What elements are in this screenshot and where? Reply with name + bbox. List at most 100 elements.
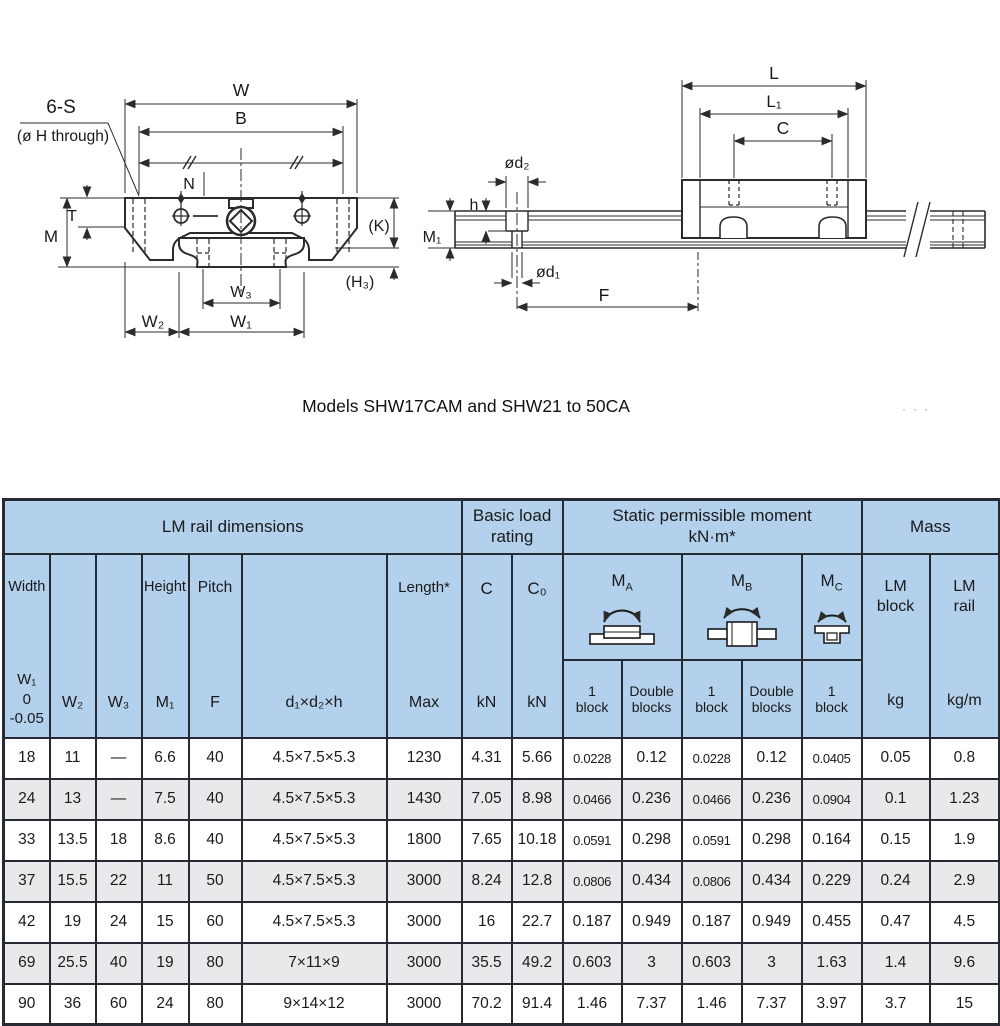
data-cell: 42: [2, 900, 51, 944]
data-cell: 0.0228: [680, 736, 743, 780]
side-bolts: [172, 191, 311, 226]
data-cell: 15: [140, 900, 190, 944]
label-d1: ød₁: [536, 264, 560, 281]
header-f: F: [210, 693, 220, 711]
data-cell: 50: [187, 859, 243, 903]
data-cell: 70.2: [460, 982, 513, 1026]
data-cell: 0.236: [740, 777, 803, 821]
header-c0: C₀: [527, 578, 547, 598]
subheader-mc-1block: 1 block: [800, 659, 863, 739]
ellipsis-mark: ···: [902, 402, 935, 416]
col-header-dxd: d₁×d₂×h: [240, 552, 388, 739]
header-mc-label: MC: [820, 570, 843, 594]
data-cell: 0.0405: [800, 736, 863, 780]
data-cell: 9.6: [928, 941, 1000, 985]
label-n: N: [183, 176, 195, 193]
label-l1: L₁: [766, 92, 781, 111]
header-height: Height: [144, 578, 186, 595]
data-cell: 0.187: [680, 900, 743, 944]
data-cell: 36: [48, 982, 97, 1026]
data-cell: 3.97: [800, 982, 863, 1026]
data-cell: 0.236: [620, 777, 683, 821]
lm-rail-outline: [178, 237, 305, 268]
header-m1: M₁: [155, 693, 175, 711]
col-header-mc: MC: [800, 552, 863, 662]
group-header-static-moment: Static permissible moment kN·m*: [561, 498, 863, 555]
side-dimension-lines: [428, 80, 867, 312]
header-c0-unit: kN: [527, 693, 547, 711]
label-h3: (H₃): [346, 274, 375, 291]
moment-mc-icon: [813, 611, 850, 645]
data-cell: 7.37: [620, 982, 683, 1026]
data-cell: 0.0806: [561, 859, 623, 903]
data-cell: 24: [140, 982, 190, 1026]
header-w1-tolerance: W₁ 0 -0.05: [9, 671, 44, 727]
data-cell: 0.15: [860, 818, 931, 862]
data-cell: 22: [94, 859, 143, 903]
header-ma-label: MA: [611, 570, 633, 594]
data-cell: 1.63: [800, 941, 863, 985]
label-c2: C: [777, 118, 790, 138]
data-cell: 0.434: [620, 859, 683, 903]
data-cell: 90: [2, 982, 51, 1026]
label-w3: W₃: [230, 284, 252, 301]
data-cell: 0.603: [561, 941, 623, 985]
data-cell: 3000: [385, 982, 463, 1026]
data-cell: 4.5×7.5×5.3: [240, 900, 388, 944]
data-cell: 2.9: [928, 859, 1000, 903]
label-b: B: [235, 108, 247, 128]
label-l: L: [769, 63, 779, 83]
data-cell: 0.434: [740, 859, 803, 903]
data-cell: 16: [460, 900, 513, 944]
data-cell: 0.0806: [680, 859, 743, 903]
data-cell: 12.8: [510, 859, 564, 903]
header-pitch: Pitch: [197, 578, 233, 596]
data-cell: 3000: [385, 900, 463, 944]
data-cell: 4.31: [460, 736, 513, 780]
subheader-ma-double: Double blocks: [620, 659, 683, 739]
header-kg-m: kg/m: [947, 691, 982, 709]
label-t: T: [67, 208, 77, 225]
data-cell: 19: [48, 900, 97, 944]
data-cell: 3: [740, 941, 803, 985]
data-cell: 0.298: [740, 818, 803, 862]
col-header-w2: W₂: [48, 552, 97, 739]
data-cell: 0.24: [860, 859, 931, 903]
hidden-hole-lines: [132, 199, 350, 266]
data-cell: 1.46: [561, 982, 623, 1026]
data-cell: 4.5×7.5×5.3: [240, 818, 388, 862]
data-cell: 7.05: [460, 777, 513, 821]
figure-caption: Models SHW17CAM and SHW21 to 50CA: [302, 396, 630, 416]
data-cell: 4.5: [928, 900, 1000, 944]
data-cell: 1800: [385, 818, 463, 862]
header-mb-label: MB: [730, 570, 753, 594]
data-cell: 8.98: [510, 777, 564, 821]
col-header-c: C kN: [460, 552, 513, 739]
data-cell: 49.2: [510, 941, 564, 985]
data-cell: 15.5: [48, 859, 97, 903]
data-cell: 1.9: [928, 818, 1000, 862]
header-w2: W₂: [61, 693, 84, 711]
data-cell: 13.5: [48, 818, 97, 862]
catalog-page: 6-S (ø H through) W B N T M (K) (H₃) W₃ …: [2, 63, 1000, 1026]
data-cell: 19: [140, 941, 190, 985]
header-c: C: [480, 578, 493, 598]
data-cell: 25.5: [48, 941, 97, 985]
data-cell: 1.23: [928, 777, 1000, 821]
data-cell: 13: [48, 777, 97, 821]
data-cell: 9×14×12: [240, 982, 388, 1026]
data-cell: 22.7: [510, 900, 564, 944]
dimension-lines: [20, 99, 399, 338]
label-w: W: [233, 80, 250, 100]
data-cell: 11: [48, 736, 97, 780]
group-header-mass: Mass: [860, 498, 1000, 555]
col-header-mb: MB: [680, 552, 803, 662]
rail-side-lines: [454, 201, 986, 258]
data-cell: 80: [187, 982, 243, 1026]
label-w2: W₂: [142, 312, 165, 331]
data-cell: 3000: [385, 941, 463, 985]
data-cell: 40: [187, 818, 243, 862]
